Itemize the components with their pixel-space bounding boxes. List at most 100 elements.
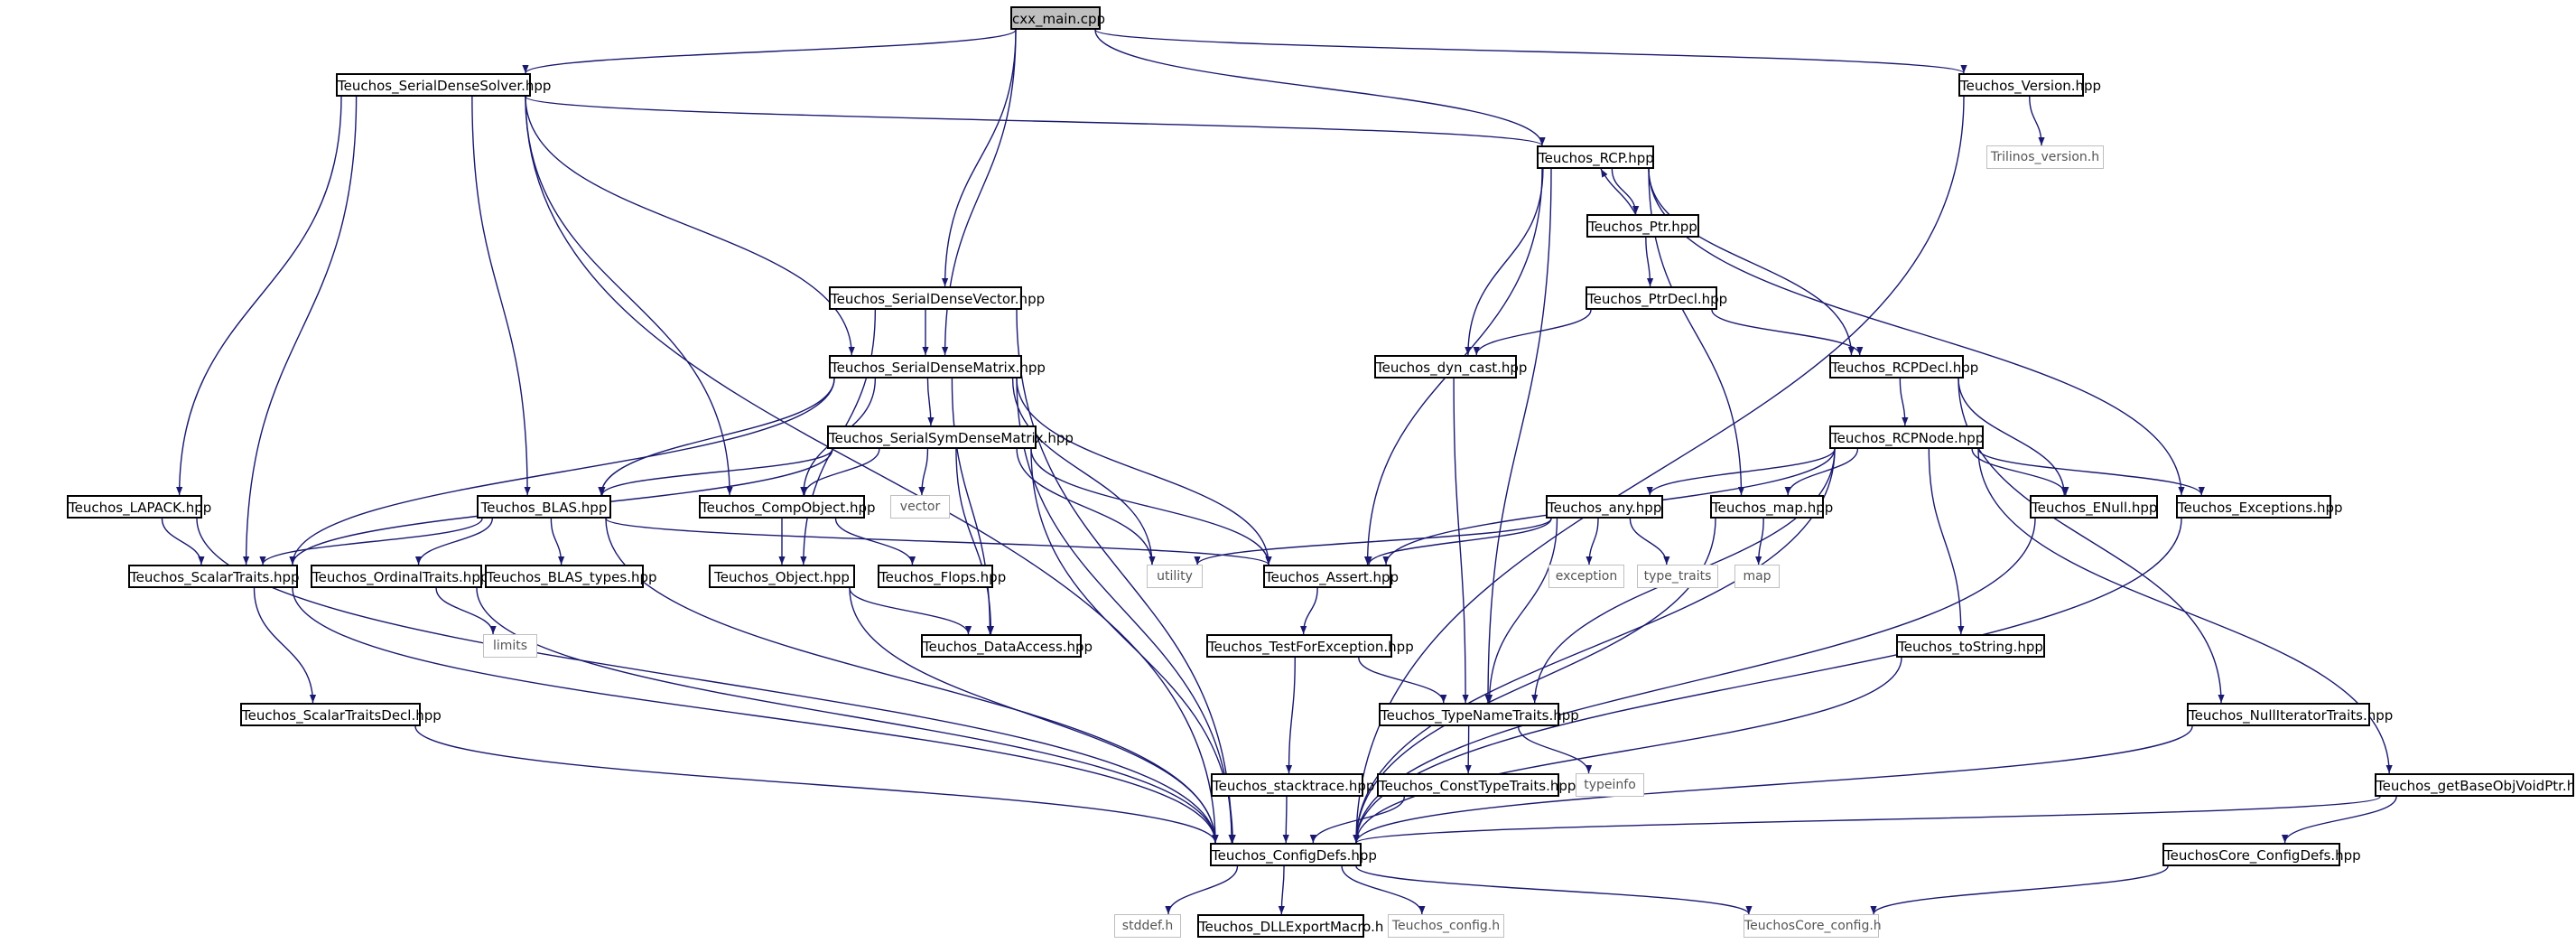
graph-node-configdefs[interactable]: Teuchos_ConfigDefs.hpp xyxy=(1210,843,1377,866)
edge-matrix-to-utility xyxy=(1011,378,1156,565)
graph-node-testforexc[interactable]: Teuchos_TestForException.hpp xyxy=(1206,634,1414,658)
graph-node-exceptions[interactable]: Teuchos_Exceptions.hpp xyxy=(2176,495,2343,519)
graph-node-scalartraits[interactable]: Teuchos_ScalarTraits.hpp xyxy=(128,565,300,588)
edge-getbase-to-coreconfigdefs xyxy=(2281,796,2397,844)
graph-node-enull[interactable]: Teuchos_ENull.hpp xyxy=(2030,495,2158,519)
graph-node-dllexport[interactable]: Teuchos_DLLExportMacro.h xyxy=(1197,914,1383,938)
edge-blas-to-scalartraits xyxy=(259,518,483,565)
edge-main-to-solver xyxy=(522,29,1017,74)
edge-configdefs-to-dllexport xyxy=(1278,865,1285,915)
graph-node-flops[interactable]: Teuchos_Flops.hpp xyxy=(878,565,1006,588)
edge-stacktrace-to-configdefs xyxy=(1282,796,1289,844)
graph-node-lapack[interactable]: Teuchos_LAPACK.hpp xyxy=(67,495,211,519)
edge-testforexc-to-stacktrace xyxy=(1285,657,1296,774)
graph-node-dyncast[interactable]: Teuchos_dyn_cast.hpp xyxy=(1374,355,1527,379)
graph-node-matrix[interactable]: Teuchos_SerialDenseMatrix.hpp xyxy=(829,355,1046,379)
edge-matrix-to-configdefs xyxy=(1016,378,1235,844)
graph-node-rcpdecl[interactable]: Teuchos_RCPDecl.hpp xyxy=(1829,355,1978,379)
graph-node-coreconfigdefs[interactable]: TeuchosCore_ConfigDefs.hpp xyxy=(2162,843,2361,866)
graph-node-vector-hpp[interactable]: Teuchos_SerialDenseVector.hpp xyxy=(829,286,1045,310)
graph-node-symmatrix[interactable]: Teuchos_SerialSymDenseMatrix.hpp xyxy=(827,425,1074,449)
graph-node-ptrdecl[interactable]: Teuchos_PtrDecl.hpp xyxy=(1586,286,1727,310)
edge-solver-to-scalartraits xyxy=(243,96,358,565)
graph-node-utility: utility xyxy=(1147,565,1203,588)
edge-version-to-configdefs xyxy=(1353,96,1965,844)
graph-node-any[interactable]: Teuchos_any.hpp xyxy=(1546,495,1663,519)
edge-main-to-vector-hpp xyxy=(942,29,1017,287)
graph-node-map-hpp[interactable]: Teuchos_map.hpp xyxy=(1710,495,1833,519)
edge-object-to-configdefs xyxy=(849,587,1219,844)
edge-coreconfigdefs-to-coreconfig xyxy=(1870,865,2169,915)
edge-ptrdecl-to-dyncast xyxy=(1473,309,1592,356)
edge-blas-to-blastypes xyxy=(550,518,565,565)
edge-scalartraitsdecl-to-configdefs xyxy=(414,725,1219,844)
graph-node-nulliter[interactable]: Teuchos_NullIteratorTraits.hpp xyxy=(2187,703,2393,726)
edge-matrix-to-blas xyxy=(598,378,835,496)
edge-symmatrix-to-configdefs xyxy=(1030,448,1236,844)
graph-node-main[interactable]: cxx_main.cpp xyxy=(1010,6,1105,30)
edge-solver-to-configdefs xyxy=(525,96,1219,844)
edge-any-to-assert xyxy=(1365,518,1552,565)
graph-node-solver[interactable]: Teuchos_SerialDenseSolver.hpp xyxy=(336,73,551,97)
edge-ptr-to-ptrdecl xyxy=(1645,237,1654,287)
graph-node-ordinaltraits[interactable]: Teuchos_OrdinalTraits.hpp xyxy=(311,565,488,588)
graph-node-version[interactable]: Teuchos_Version.hpp xyxy=(1958,73,2101,97)
graph-node-stacktrace[interactable]: Teuchos_stacktrace.hpp xyxy=(1211,773,1374,797)
edge-consttypetraits-to-configdefs xyxy=(1309,796,1405,844)
graph-node-rcp[interactable]: Teuchos_RCP.hpp xyxy=(1537,145,1654,169)
edge-matrix-to-symmatrix xyxy=(926,378,935,426)
graph-node-object[interactable]: Teuchos_Object.hpp xyxy=(709,565,855,588)
edge-version-to-trilinos xyxy=(2029,96,2045,146)
edge-solver-to-rcp xyxy=(525,96,1546,146)
graph-node-dataaccess[interactable]: Teuchos_DataAccess.hpp xyxy=(921,634,1093,658)
edge-symmatrix-to-utility xyxy=(1016,448,1156,565)
edge-rcpnode-to-enull xyxy=(1971,448,2069,496)
graph-node-exception: exception xyxy=(1548,565,1624,588)
graph-node-consttypetraits[interactable]: Teuchos_ConstTypeTraits.hpp xyxy=(1377,773,1576,797)
graph-node-scalartraitsdecl[interactable]: Teuchos_ScalarTraitsDecl.hpp xyxy=(240,703,442,726)
edge-symmatrix-to-compobj xyxy=(801,448,880,496)
graph-node-blas[interactable]: Teuchos_BLAS.hpp xyxy=(477,495,611,519)
graph-node-coreconfig: TeuchosCore_config.h xyxy=(1744,914,1882,938)
edge-blas-to-assert xyxy=(605,518,1272,565)
edge-rcpdecl-to-rcpnode xyxy=(1899,378,1909,426)
edge-getbase-to-configdefs xyxy=(1353,796,2381,844)
graph-node-assert[interactable]: Teuchos_Assert.hpp xyxy=(1263,565,1399,588)
edge-dyncast-to-typenametraits xyxy=(1453,378,1469,704)
edge-lapack-to-scalartraits xyxy=(161,518,205,565)
edge-configdefs-to-config xyxy=(1341,865,1426,915)
edge-object-to-dataaccess xyxy=(849,587,972,635)
edge-typenametraits-to-typeinfo xyxy=(1517,725,1593,774)
graph-node-typenametraits[interactable]: Teuchos_TypeNameTraits.hpp xyxy=(1379,703,1579,726)
edge-main-to-rcp xyxy=(1094,29,1546,146)
edge-assert-to-testforexc xyxy=(1300,587,1318,635)
edge-rcpnode-to-tostring xyxy=(1928,448,1965,635)
edge-symmatrix-to-assert xyxy=(1030,448,1272,565)
graph-node-vector: vector xyxy=(890,495,950,519)
edge-symmatrix-to-dataaccess xyxy=(955,448,995,635)
edge-symmatrix-to-blas xyxy=(599,448,833,496)
edge-rcp-to-dyncast xyxy=(1465,168,1544,356)
edge-ptr-to-rcp xyxy=(1600,168,1637,215)
graph-node-rcpnode[interactable]: Teuchos_RCPNode.hpp xyxy=(1829,425,1984,449)
edge-matrix-to-assert xyxy=(1016,378,1272,565)
graph-node-ptr[interactable]: Teuchos_Ptr.hpp xyxy=(1586,214,1699,238)
edge-rcpdecl-to-enull xyxy=(1958,378,2068,496)
edge-ordinaltraits-to-limits xyxy=(435,587,497,635)
graph-node-typetraits: type_traits xyxy=(1637,565,1718,588)
edge-main-to-version xyxy=(1094,29,1967,74)
graph-node-typeinfo: typeinfo xyxy=(1576,773,1644,797)
edge-solver-to-lapack xyxy=(176,96,342,496)
graph-node-blastypes[interactable]: Teuchos_BLAS_types.hpp xyxy=(485,565,657,588)
edge-any-to-utility xyxy=(1194,518,1552,565)
graph-node-map: map xyxy=(1734,565,1780,588)
edge-symmatrix-to-vector xyxy=(918,448,929,496)
graph-node-tostring[interactable]: Teuchos_toString.hpp xyxy=(1896,634,2045,658)
edge-typenametraits-to-consttypetraits xyxy=(1465,725,1472,774)
edge-configdefs-to-stddef xyxy=(1165,865,1239,915)
graph-node-getbase[interactable]: Teuchos_getBaseObjVoidPtr.hpp xyxy=(2375,773,2576,797)
graph-node-compobj[interactable]: Teuchos_CompObject.hpp xyxy=(699,495,876,519)
edge-vector-hpp-to-configdefs xyxy=(1016,309,1235,844)
edge-rcpnode-to-exceptions xyxy=(1977,448,2205,496)
edge-solver-to-blas xyxy=(471,96,531,496)
